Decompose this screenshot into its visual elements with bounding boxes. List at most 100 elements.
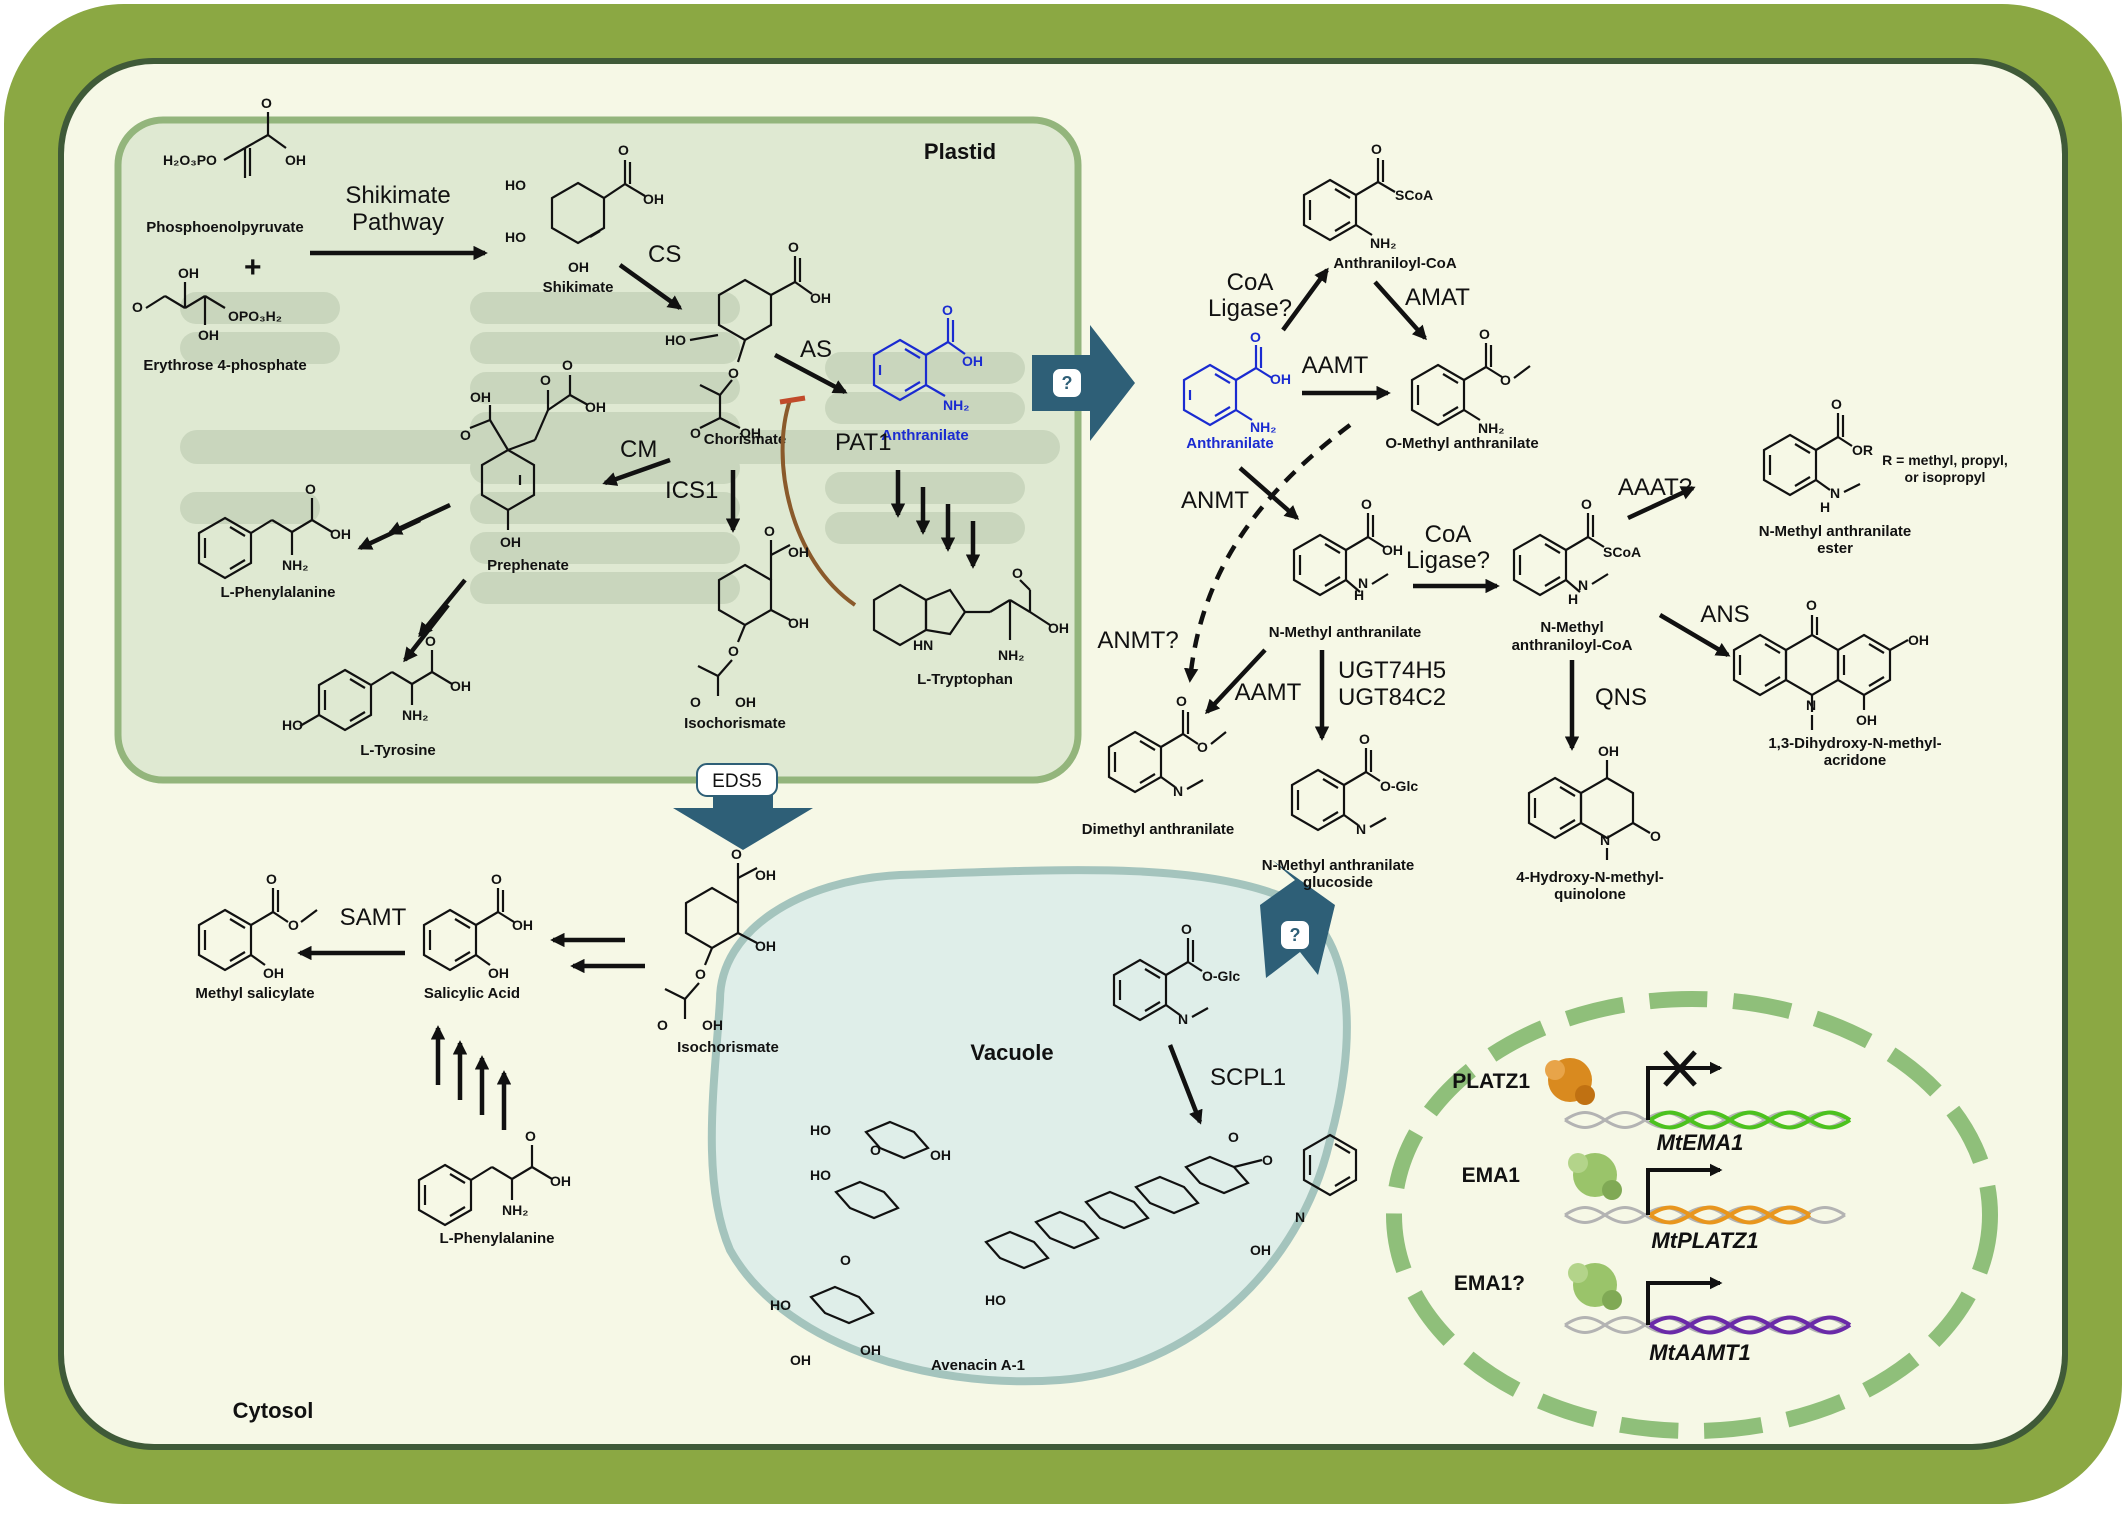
avenacin-label: Avenacin A-1 <box>931 1357 1025 1374</box>
cs-arrow <box>618 263 683 310</box>
factor-platz1: PLATZ1 <box>1452 1070 1530 1093</box>
anmt-dashed-arrow <box>1183 423 1352 683</box>
svg-text:HO: HO <box>505 229 526 245</box>
svg-text:O: O <box>288 917 299 933</box>
e4p-structure: O OH OH OPO₃H₂ <box>132 265 282 343</box>
svg-text:O: O <box>728 365 739 381</box>
dimethyl-anthranilate-label: Dimethyl anthranilate <box>1082 821 1235 838</box>
gene-mtplatz1: MtPLATZ1 <box>1651 1228 1758 1253</box>
anthranilate-label: Anthranilate <box>1186 435 1274 452</box>
methyl-salicylate-structure: O O OH <box>197 871 318 981</box>
svg-text:O: O <box>1012 565 1023 581</box>
isochorismate-cytosol-structure: O OH OH O O OH <box>657 846 776 1033</box>
trp-feedback-inhibition <box>780 399 857 607</box>
svg-text:O: O <box>1228 1129 1239 1145</box>
aamt-2-arrow <box>1205 648 1267 715</box>
shikimate-pathway-label-1: Shikimate <box>345 182 450 209</box>
svg-text:O: O <box>942 302 953 318</box>
svg-text:HO: HO <box>665 332 686 348</box>
svg-text:H₂O₃PO: H₂O₃PO <box>163 152 217 168</box>
svg-text:NH₂: NH₂ <box>502 1202 528 1218</box>
svg-text:OH: OH <box>1048 620 1069 636</box>
svg-text:OH: OH <box>1908 632 1929 648</box>
svg-text:N: N <box>1830 485 1840 501</box>
e4p-label: Erythrose 4-phosphate <box>143 357 306 374</box>
svg-text:O-Glc: O-Glc <box>1202 968 1240 984</box>
svg-text:O: O <box>870 1142 881 1158</box>
svg-text:OH: OH <box>755 938 776 954</box>
svg-text:O-Glc: O-Glc <box>1380 778 1418 794</box>
quinolone-label-1: 4-Hydroxy-N-methyl- <box>1516 869 1664 886</box>
anmt-enzyme-label: ANMT <box>1181 487 1249 514</box>
anthraniloyl-coa-structure: O SCoA NH₂ <box>1302 141 1433 251</box>
svg-text:O: O <box>1581 496 1592 512</box>
svg-text:N: N <box>1358 575 1368 591</box>
svg-text:O: O <box>1197 739 1208 755</box>
svg-text:O: O <box>525 1128 536 1144</box>
eds5-transport-arrow: EDS5 <box>673 763 813 850</box>
tyr-label: L-Tyrosine <box>360 742 436 759</box>
svg-text:NH₂: NH₂ <box>998 647 1024 663</box>
quinolone-structure: OH O N <box>1527 743 1661 860</box>
svg-text:O: O <box>261 95 272 111</box>
pep-label: Phosphoenolpyruvate <box>146 219 304 236</box>
svg-text:O: O <box>1831 396 1842 412</box>
svg-text:O: O <box>132 299 143 315</box>
svg-text:H: H <box>1568 591 1578 607</box>
svg-text:OPO₃H₂: OPO₃H₂ <box>228 308 282 324</box>
salicylic-acid-structure: O OH OH <box>422 871 533 981</box>
svg-text:NH₂: NH₂ <box>282 557 308 573</box>
svg-text:O: O <box>657 1017 668 1033</box>
cytosol-label: Cytosol <box>233 1398 314 1423</box>
ugt84c2-label: UGT84C2 <box>1338 684 1446 711</box>
avenacin-structure: O O OH N HO HO HO OH O O HO OH OH <box>770 1120 1358 1368</box>
n-methyl-anthranilate-structure: O OH H N <box>1292 496 1403 603</box>
salicylic-acid-label: Salicylic Acid <box>424 985 520 1002</box>
isochorismate-plastid-label: Isochorismate <box>684 715 786 732</box>
phe-arrow-2 <box>357 517 421 551</box>
svg-text:HO: HO <box>985 1292 1006 1308</box>
svg-text:NH₂: NH₂ <box>1250 419 1276 435</box>
svg-text:O: O <box>1359 731 1370 747</box>
o-methyl-anthranilate-structure: O O NH₂ <box>1410 326 1531 436</box>
unknown-transporter-label: ? <box>1062 373 1073 393</box>
phe-cytosol-label: L-Phenylalanine <box>439 1230 554 1247</box>
svg-text:HO: HO <box>810 1167 831 1183</box>
svg-text:H: H <box>1820 499 1830 515</box>
chorismate-label: Chorismate <box>704 431 787 448</box>
svg-text:OH: OH <box>788 544 809 560</box>
svg-text:O: O <box>1361 496 1372 512</box>
svg-text:NH₂: NH₂ <box>943 397 969 413</box>
shikimate-structure: O OH HO HO OH <box>505 142 664 275</box>
svg-text:O: O <box>690 694 701 710</box>
svg-text:SCoA: SCoA <box>1395 187 1433 203</box>
svg-text:NH₂: NH₂ <box>1370 235 1396 251</box>
svg-text:OH: OH <box>702 1017 723 1033</box>
n-methyl-ester-structure: O OR N H <box>1762 396 1873 515</box>
anthranilate-structure <box>1182 345 1273 427</box>
as-arrow <box>773 353 848 394</box>
factor-ema1: EMA1 <box>1462 1164 1521 1187</box>
n-methyl-anthraniloyl-coa-label-2: anthraniloyl-CoA <box>1512 637 1633 654</box>
svg-text:OH: OH <box>512 917 533 933</box>
svg-text:OH: OH <box>643 191 664 207</box>
svg-text:H: H <box>1354 587 1364 603</box>
thylakoid-stacks <box>180 292 1060 604</box>
tryptophan-structure: O OH NH₂ HN <box>872 565 1069 663</box>
gene-mtaamt1: MtAAMT1 <box>1649 1340 1750 1365</box>
n-methyl-anthranilate-label: N-Methyl anthranilate <box>1269 624 1422 641</box>
svg-text:HO: HO <box>282 717 303 733</box>
acridone-label-1: 1,3-Dihydroxy-N-methyl- <box>1768 735 1941 752</box>
prephenate-structure: O OH O OH O OH <box>460 357 606 550</box>
svg-text:O: O <box>1176 693 1187 709</box>
svg-text:OH: OH <box>450 678 471 694</box>
plastid-export-arrow: ? <box>1032 325 1135 441</box>
scpl1-enzyme-label: SCPL1 <box>1210 1064 1286 1091</box>
svg-text:O: O <box>1500 372 1511 388</box>
svg-text:OH: OH <box>178 265 199 281</box>
svg-text:NH₂: NH₂ <box>402 707 428 723</box>
svg-text:O: O <box>460 427 471 443</box>
pat1-enzyme-label: PAT1 <box>835 429 891 456</box>
svg-text:OH: OH <box>470 389 491 405</box>
